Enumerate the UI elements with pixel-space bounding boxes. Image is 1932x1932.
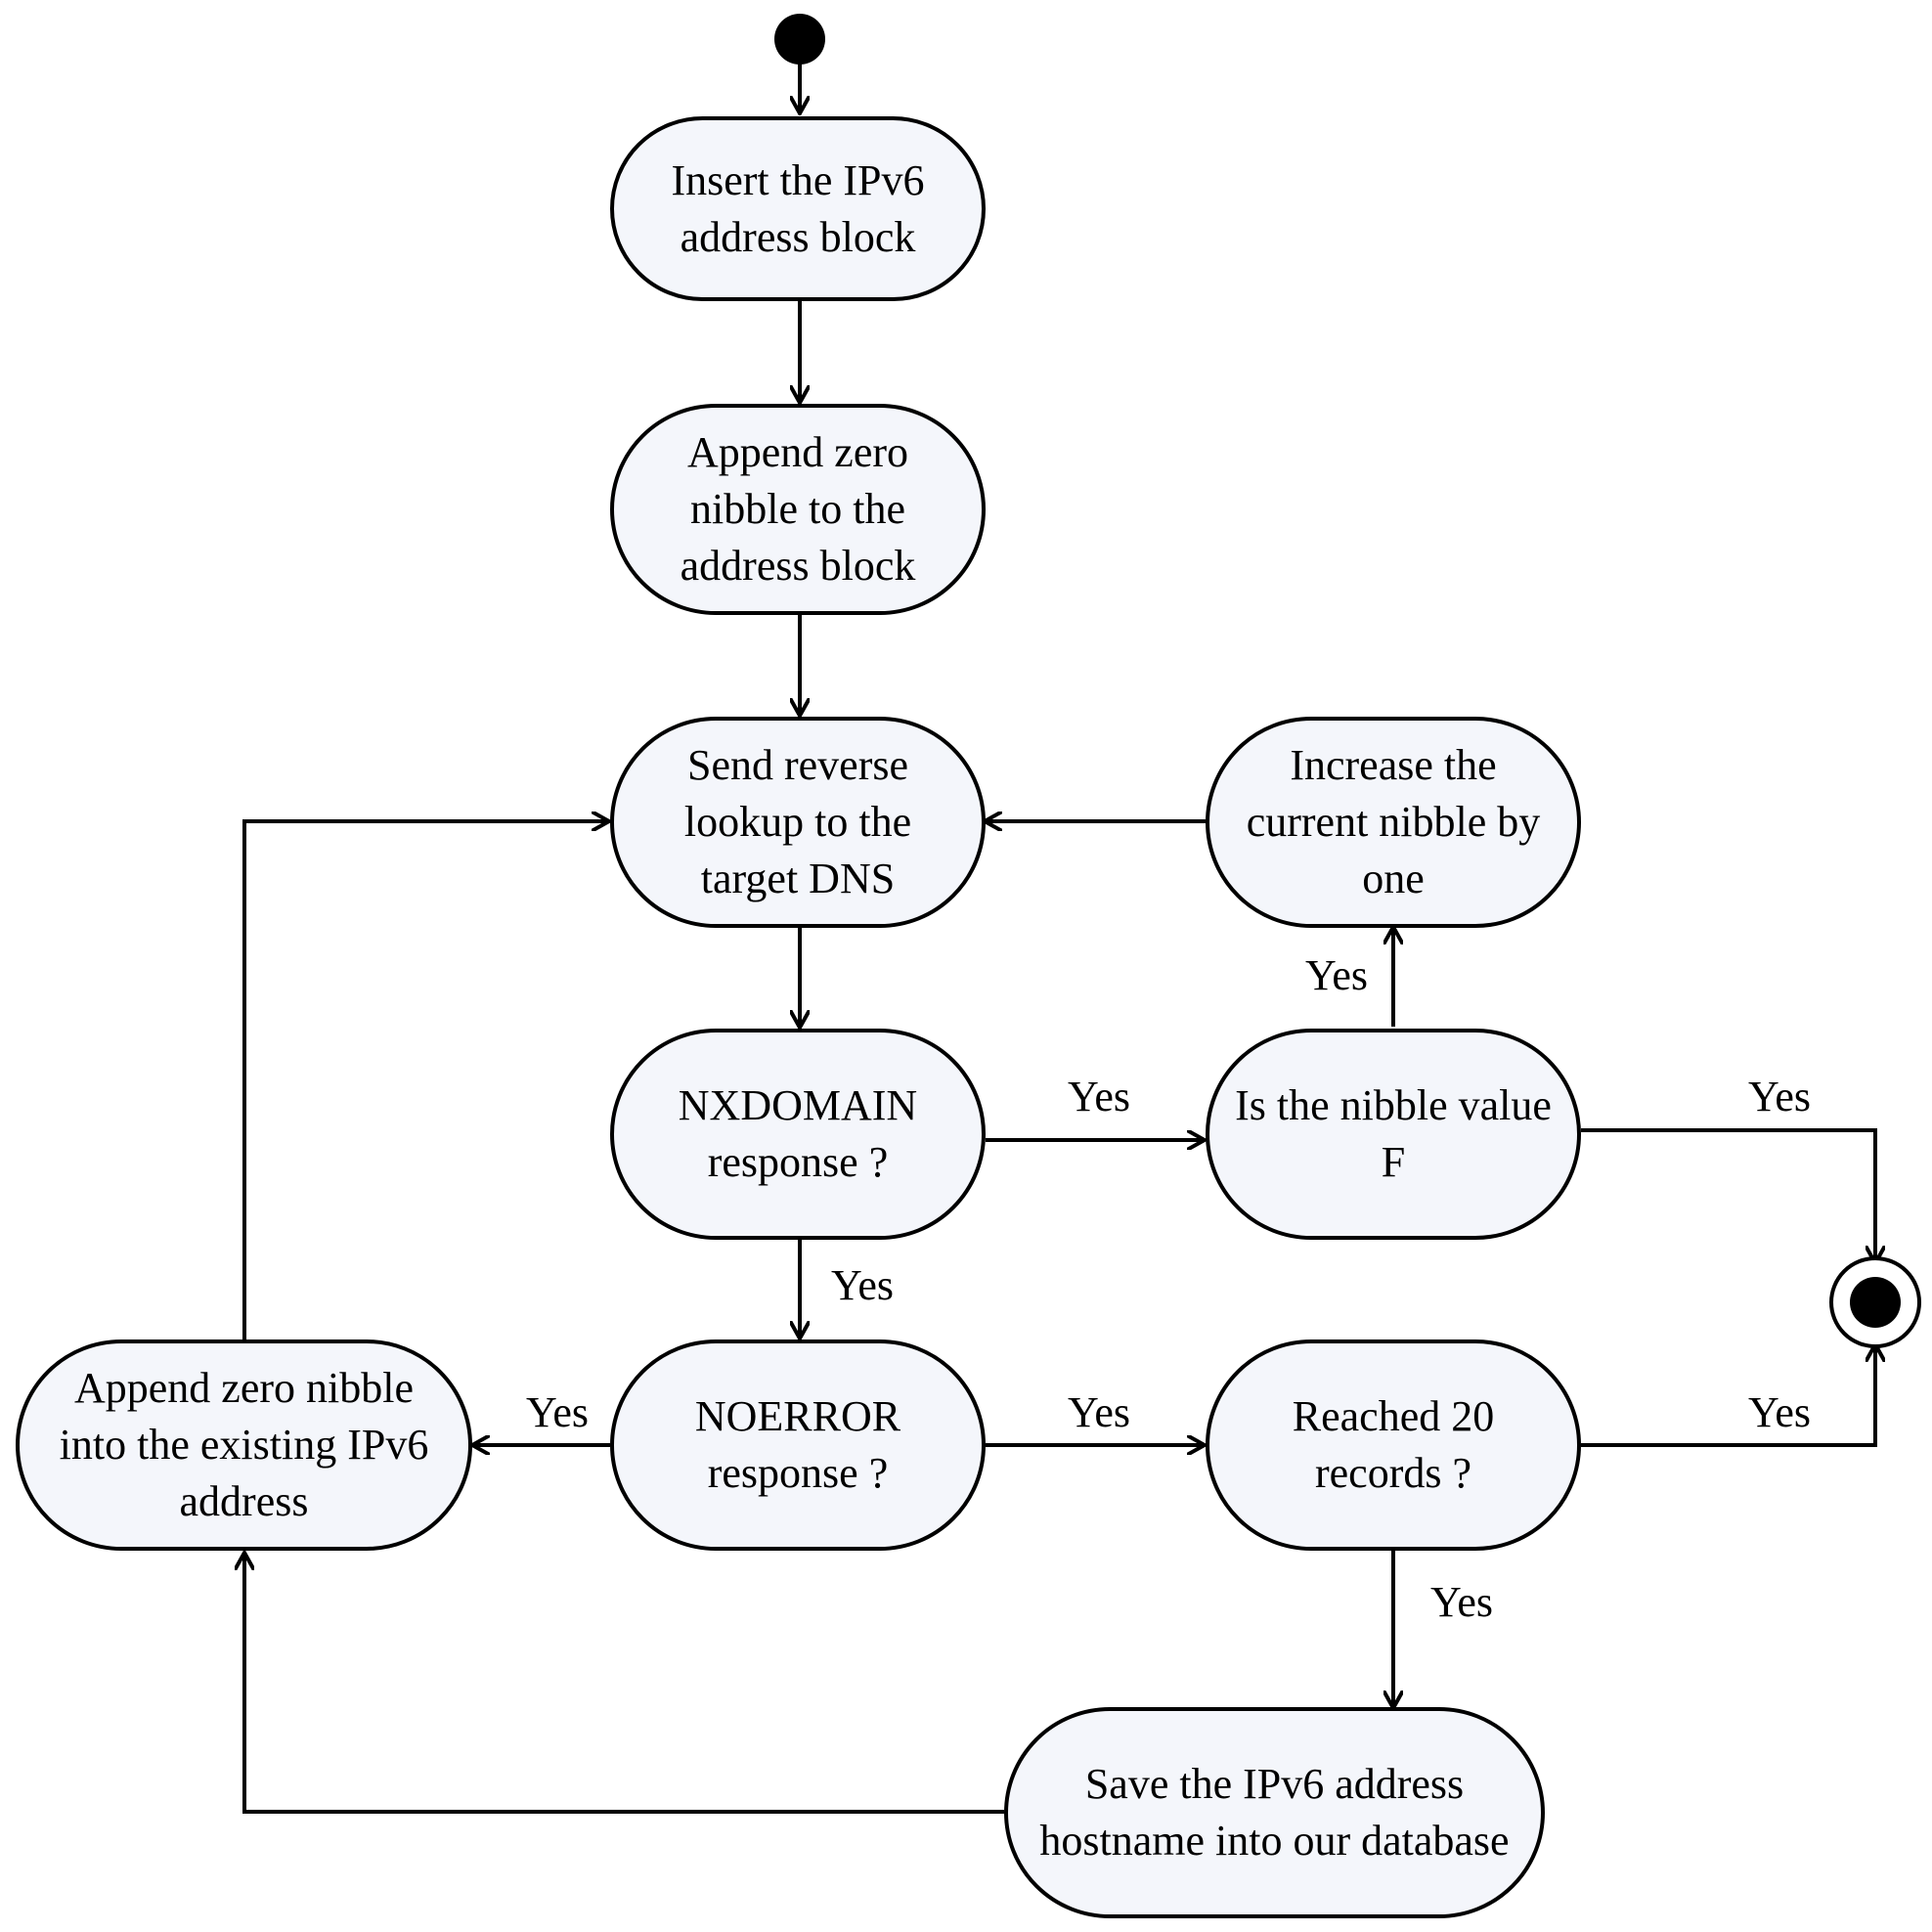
- edge-reached-20-to-end: [1581, 1344, 1875, 1447]
- label-noerror-to-reached-20: Yes: [1068, 1388, 1131, 1436]
- label-nibble-f-to-end: Yes: [1748, 1073, 1812, 1120]
- node-append-existing: Append zero nibble into the existing IPv…: [16, 1339, 472, 1551]
- edge-nibble-f-to-end: [1581, 1128, 1875, 1263]
- node-is-nibble-f: Is the nibble value F: [1206, 1029, 1581, 1240]
- label-nxdomain-to-noerror: Yes: [831, 1261, 895, 1309]
- start-node: [774, 14, 825, 65]
- label-reached-20-to-save: Yes: [1430, 1578, 1494, 1626]
- node-save-hostname: Save the IPv6 address hostname into our …: [1004, 1707, 1545, 1918]
- node-noerror: NOERROR response ?: [610, 1339, 986, 1551]
- node-nxdomain: NXDOMAIN response ?: [610, 1029, 986, 1240]
- edge-save-to-append-existing: [244, 1553, 1004, 1814]
- edge-append-existing-to-send: [242, 821, 609, 1341]
- node-reached-20: Reached 20 records ?: [1206, 1339, 1581, 1551]
- label-nibble-f-to-increase: Yes: [1305, 951, 1369, 999]
- node-append-zero: Append zero nibble to the address block: [610, 404, 986, 615]
- node-increase-nibble: Increase the current nibble by one: [1206, 717, 1581, 928]
- node-send-lookup: Send reverse lookup to the target DNS: [610, 717, 986, 928]
- label-noerror-to-append-existing: Yes: [526, 1388, 590, 1436]
- label-nxdomain-to-nibble-f: Yes: [1068, 1073, 1131, 1120]
- node-insert-block: Insert the IPv6 address block: [610, 116, 986, 301]
- end-node-dot: [1850, 1277, 1901, 1328]
- label-reached-20-to-end: Yes: [1748, 1388, 1812, 1436]
